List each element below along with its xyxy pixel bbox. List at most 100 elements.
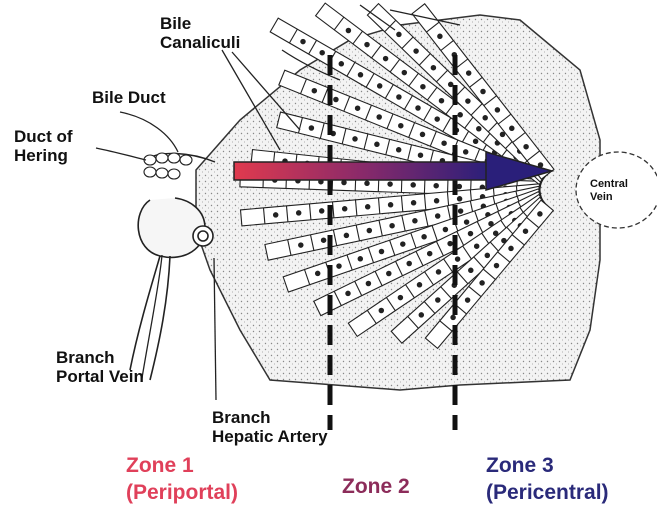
label-central-vein-line1: Central [590,178,628,191]
label-branch-hepatic-artery-line1: Branch [212,408,328,427]
cell-nucleus [343,207,347,211]
cell-nucleus [469,268,473,272]
zone-3-subtitle: (Pericentral) [486,479,609,506]
cell-nucleus [464,150,468,154]
cell-nucleus [457,197,461,201]
cell-nucleus [358,73,362,77]
cell-nucleus [468,231,472,235]
cell-nucleus [320,209,324,213]
cell-nucleus [465,298,469,302]
cell-nucleus [366,205,370,209]
cell-nucleus [509,246,513,250]
cell-nucleus [377,115,381,119]
zone-2-label: Zone 2 [342,473,410,500]
cell-nucleus [494,263,498,267]
cell-nucleus [500,132,504,136]
cell-nucleus [457,184,461,188]
zone-3-title: Zone 3 [486,452,609,479]
cell-nucleus [467,71,471,75]
cell-nucleus [442,141,446,145]
cell-nucleus [390,224,394,228]
cell-nucleus [407,261,411,265]
zone-1-label: Zone 1 (Periportal) [126,452,238,506]
cell-nucleus [274,213,278,217]
cell-nucleus [353,137,357,141]
cell-nucleus [399,124,403,128]
cell-nucleus [411,201,415,205]
label-duct-of-hering-line1: Duct of [14,127,73,146]
cell-nucleus [417,283,421,287]
label-central-vein-line2: Vein [590,191,628,204]
cell-nucleus [316,271,320,275]
cell-nucleus [480,281,484,285]
label-branch-hepatic-artery-line2: Hepatic Artery [212,427,328,446]
cell-nucleus [538,212,542,216]
cell-nucleus [365,181,369,185]
cell-nucleus [494,231,498,235]
label-duct-of-hering-line2: Hering [14,146,73,165]
cell-nucleus [337,264,341,268]
cell-nucleus [443,227,447,231]
cell-nucleus [473,139,477,143]
cell-nucleus [346,28,350,32]
duct-of-hering-cells [144,153,192,179]
portal-vein-branch [138,198,205,257]
cell-nucleus [495,108,499,112]
cell-nucleus [397,32,401,36]
cell-nucleus [510,126,514,130]
label-branch-hepatic-artery: Branch Hepatic Artery [212,408,328,446]
cell-nucleus [455,257,459,261]
cell-nucleus [439,99,443,103]
cell-nucleus [388,203,392,207]
zone-1-title: Zone 1 [126,452,238,479]
cell-nucleus [299,243,303,247]
zone-1-subtitle: (Periportal) [126,479,238,506]
cell-nucleus [398,295,402,299]
cell-nucleus [485,253,489,257]
cell-nucleus [418,153,422,157]
cell-nucleus [420,132,424,136]
cell-nucleus [367,228,371,232]
cell-nucleus [320,51,324,55]
cell-nucleus [339,62,343,66]
cell-nucleus [422,235,426,239]
cell-nucleus [355,106,359,110]
cell-nucleus [411,183,415,187]
cell-nucleus [436,298,440,302]
zone-3-label: Zone 3 (Pericentral) [486,452,609,506]
cell-nucleus [475,244,479,248]
cell-nucleus [344,233,348,237]
cell-nucleus [365,42,369,46]
cell-nucleus [309,126,313,130]
cell-nucleus [301,39,305,43]
cell-nucleus [402,70,406,74]
cell-nucleus [297,211,301,215]
label-branch-portal-vein-line1: Branch [56,348,144,367]
label-duct-of-hering: Duct of Hering [14,127,73,165]
cell-nucleus [346,291,350,295]
cell-nucleus [458,209,462,213]
cell-nucleus [321,238,325,242]
cell-nucleus [387,271,391,275]
cell-nucleus [375,142,379,146]
cell-nucleus [397,95,401,99]
cell-nucleus [436,214,440,218]
cell-nucleus [438,34,442,38]
cell-nucleus [421,85,425,89]
label-central-vein: Central Vein [590,178,628,204]
cell-nucleus [483,116,487,120]
cell-nucleus [464,220,468,224]
zone-2-title: Zone 2 [342,473,410,500]
cell-nucleus [401,242,405,246]
cell-nucleus [434,199,438,203]
cell-nucleus [477,127,481,131]
label-branch-portal-vein: Branch Portal Vein [56,348,144,386]
cell-nucleus [416,106,420,110]
cell-nucleus [388,182,392,186]
cell-nucleus [358,257,362,261]
cell-nucleus [366,281,370,285]
cell-nucleus [436,270,440,274]
cell-nucleus [379,308,383,312]
